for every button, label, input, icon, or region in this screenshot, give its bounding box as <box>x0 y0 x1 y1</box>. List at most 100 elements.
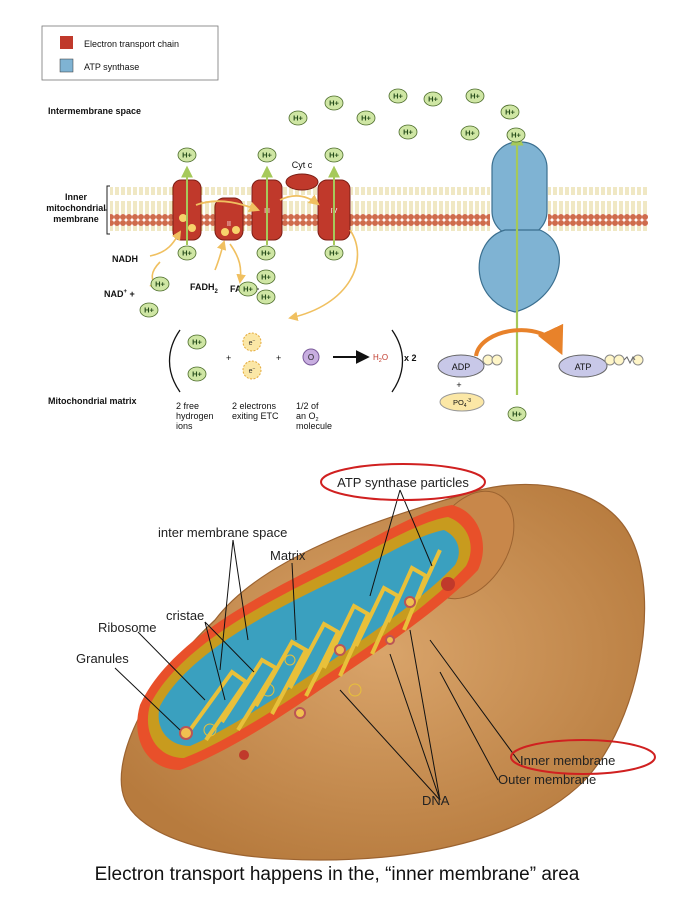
cristae-label: cristae <box>166 608 204 623</box>
hydrogen-ion: H+ <box>256 289 276 305</box>
hydrogen-ion-label: H+ <box>428 95 438 104</box>
hydrogen-ion-label: H+ <box>262 151 272 160</box>
membrane-bracket <box>104 185 110 235</box>
legend-etc-label: Electron transport chain <box>84 39 179 49</box>
hydrogen-ion: H+ <box>187 334 207 350</box>
water-formation-equation: + + O H2O x 2 e− e− 2 free hydrogen ions… <box>168 329 417 431</box>
etc-swatch <box>60 36 73 49</box>
hydrogen-ion: H+ <box>324 147 344 163</box>
nad-plus-label: NAD+ + <box>104 289 135 299</box>
hydrogen-ion: H+ <box>257 147 277 163</box>
fadh2-label: FADH2 <box>190 282 219 295</box>
hydrogen-ion: H+ <box>423 91 443 107</box>
atp-particles-highlight <box>320 463 486 501</box>
callout-labels: ATP synthase particles inter membrane sp… <box>76 463 656 808</box>
atp-synthase <box>478 132 560 395</box>
hydrogen-ion-label: H+ <box>393 92 403 101</box>
times-two-label: x 2 <box>404 353 417 363</box>
hydrogen-ion: H+ <box>324 245 344 261</box>
hydrogen-ion: H+ <box>460 125 480 141</box>
desc-oxygen-2: an O2 <box>296 411 319 423</box>
legend-atp-label: ATP synthase <box>84 62 139 72</box>
equation-plus-2: + <box>276 353 281 363</box>
hydrogen-ion-label: H+ <box>505 108 515 117</box>
nadh-label: NADH <box>112 254 138 264</box>
inner-membrane-label-3: membrane <box>53 214 99 224</box>
hydrogen-ion: H+ <box>388 88 408 104</box>
desc-hydrogen-2: hydrogen <box>176 411 214 421</box>
atp-label: ATP <box>575 362 592 372</box>
hydrogen-ion-label: H+ <box>192 338 202 347</box>
dna-label: DNA <box>422 793 450 808</box>
callout-lines <box>114 489 521 801</box>
equation-plus-1: + <box>226 353 231 363</box>
inner-membrane-label-2: mitochondrial <box>46 203 106 213</box>
legend: Electron transport chain ATP synthase <box>41 25 219 81</box>
hydrogen-ion-label: H+ <box>243 285 253 294</box>
hydrogen-ion-label: H+ <box>465 129 475 138</box>
desc-oxygen-1: 1/2 of <box>296 401 319 411</box>
hydrogen-ion: H+ <box>256 245 276 261</box>
matrix-label: Matrix <box>270 548 306 563</box>
outer-membrane-label: Outer membrane <box>498 772 596 787</box>
adp: ADP <box>437 354 503 378</box>
membrane-bilayer <box>110 187 490 231</box>
dna-loops <box>203 654 362 737</box>
hydrogen-ion: H+ <box>187 366 207 382</box>
mitochondrial-matrix-label: Mitochondrial matrix <box>48 396 137 406</box>
atp-synthase-particles-label: ATP synthase particles <box>337 475 469 490</box>
hydrogen-ion: H+ <box>150 276 170 292</box>
hydrogen-ion-label: H+ <box>511 131 521 140</box>
inter-membrane-space-label: inter membrane space <box>158 525 287 540</box>
hydrogen-ion-label: H+ <box>403 128 413 137</box>
desc-hydrogen-3: ions <box>176 421 193 431</box>
hydrogen-ion-label: H+ <box>192 370 202 379</box>
granules <box>179 577 455 760</box>
hydrogen-ion-label: H+ <box>329 151 339 160</box>
hydrogen-ion-label: H+ <box>155 280 165 289</box>
cristae-folds <box>188 549 442 742</box>
mitochondrion-illustration <box>120 483 646 861</box>
po4-label: PO4-3 <box>453 398 471 409</box>
hydrogen-ion: H+ <box>256 269 276 285</box>
hydrogen-ion: H+ <box>238 281 258 297</box>
svg-text:e−: e− <box>249 338 256 347</box>
hydrogen-ion: H+ <box>324 95 344 111</box>
proton-pump-arrows <box>181 165 340 245</box>
hydrogen-ion-label: H+ <box>182 151 192 160</box>
complex-ii-label: II <box>227 221 231 228</box>
hydrogen-ion: H+ <box>465 88 485 104</box>
cytochrome-c <box>285 173 319 191</box>
oxygen-label: O <box>308 353 314 362</box>
membrane-bilayer-right <box>548 187 648 231</box>
atp-synthesis-arrow <box>474 323 564 357</box>
hydrogen-ion-label: H+ <box>261 293 271 302</box>
hydrogen-ion: H+ <box>139 302 159 318</box>
water-label: H2O <box>373 353 388 364</box>
matrix-fill <box>158 530 459 746</box>
hydrogen-ion: H+ <box>177 147 197 163</box>
hydrogen-ion-label: H+ <box>329 249 339 258</box>
electron-star-2: e− <box>242 360 262 380</box>
granules-label: Granules <box>76 651 129 666</box>
phosphate: PO4-3 <box>439 392 485 412</box>
hydrogen-ion-label: H+ <box>182 249 192 258</box>
hydrogen-ion: H+ <box>177 245 197 261</box>
inner-membrane-label: Inner membrane <box>520 753 615 768</box>
hydrogen-ions: H+H+H+H+H+H+H+H+H+H+H+H+H+H+H+H+H+H+H+H+… <box>139 88 527 422</box>
desc-hydrogen-1: 2 free <box>176 401 199 411</box>
hydrogen-ion: H+ <box>288 110 308 126</box>
inner-membrane-label-1: Inner <box>65 192 88 202</box>
hydrogen-ion-label: H+ <box>512 410 522 419</box>
hydrogen-ion-label: H+ <box>144 306 154 315</box>
atp-molecule: ATP <box>558 354 644 378</box>
electron-flow <box>179 194 320 236</box>
inner-membrane-highlight <box>510 739 656 775</box>
plus-sign: + <box>456 380 461 390</box>
hydrogen-ion: H+ <box>398 124 418 140</box>
ribosome-label: Ribosome <box>98 620 157 635</box>
desc-electrons-1: 2 electrons <box>232 401 277 411</box>
hydrogen-ion-label: H+ <box>361 114 371 123</box>
